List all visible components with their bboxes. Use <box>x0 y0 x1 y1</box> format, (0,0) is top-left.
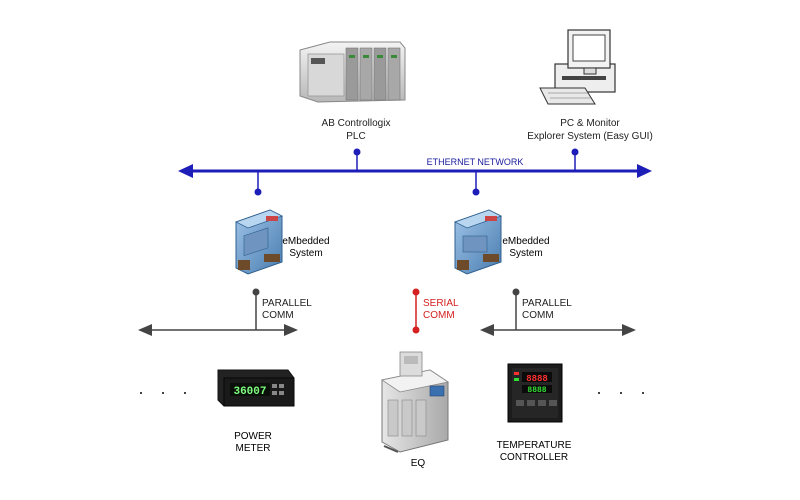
comm-right-label-line2: COMM <box>522 310 554 321</box>
plc-device-icon <box>299 41 406 103</box>
bus-left-arrow-left-icon <box>138 324 152 336</box>
embedded-left-label-line2: System <box>289 248 322 259</box>
plc-network-connector <box>353 148 361 171</box>
embedded-left-network-connector <box>254 171 262 196</box>
comm-left-label-line2: COMM <box>262 310 294 321</box>
temperature-controller-device-icon: 8888 8888 <box>507 363 563 423</box>
parallel-comm-right-connector <box>512 288 520 330</box>
parallel-bus-right <box>480 324 636 336</box>
pc-label-line1: PC & Monitor <box>560 118 620 129</box>
eq-label: EQ <box>411 458 426 469</box>
power-meter-device-icon: 36007 <box>217 369 295 407</box>
embedded-module-right-icon <box>453 209 503 275</box>
ethernet-network-label: ETHERNET NETWORK <box>427 157 524 167</box>
ethernet-network-bus <box>178 164 652 178</box>
power-meter-label-line1: POWER <box>234 431 272 442</box>
power-meter-label-line2: METER <box>236 443 271 454</box>
comm-serial-label-line2: COMM <box>423 310 455 321</box>
embedded-left-label-line1: eMbedded <box>282 236 329 247</box>
embedded-right-label-line2: System <box>509 248 542 259</box>
ellipsis-left: . . . <box>138 378 193 398</box>
plc-label-line2: PLC <box>346 131 365 142</box>
pc-label-line2: Explorer System (Easy GUI) <box>527 131 653 142</box>
bus-right-arrow-left-icon <box>480 324 494 336</box>
embedded-right-network-connector <box>472 171 480 196</box>
embedded-module-left-icon <box>234 209 284 275</box>
arrowhead-left-icon <box>178 164 193 178</box>
embedded-right-label-line1: eMbedded <box>502 236 549 247</box>
serial-comm-connector <box>412 288 420 334</box>
comm-left-label-line1: PARALLEL <box>262 298 312 309</box>
comm-right-label-line1: PARALLEL <box>522 298 572 309</box>
temp-controller-label-line1: TEMPERATURE <box>497 440 572 451</box>
eq-equipment-icon <box>380 351 450 453</box>
comm-serial-label-line1: SERIAL <box>423 298 459 309</box>
power-meter-display: 36007 <box>233 386 266 398</box>
parallel-bus-left <box>138 324 298 336</box>
bus-left-arrow-right-icon <box>284 324 298 336</box>
arrowhead-right-icon <box>637 164 652 178</box>
parallel-comm-left-connector <box>252 288 260 330</box>
svg-text:8888: 8888 <box>526 374 548 384</box>
plc-label-line1: AB Controllogix <box>322 118 391 129</box>
temp-controller-label-line2: CONTROLLER <box>500 452 568 463</box>
pc-monitor-icon <box>539 29 616 105</box>
bus-right-arrow-right-icon <box>622 324 636 336</box>
pc-network-connector <box>571 148 579 171</box>
ellipsis-right: . . . <box>596 378 651 398</box>
svg-text:8888: 8888 <box>527 386 546 395</box>
